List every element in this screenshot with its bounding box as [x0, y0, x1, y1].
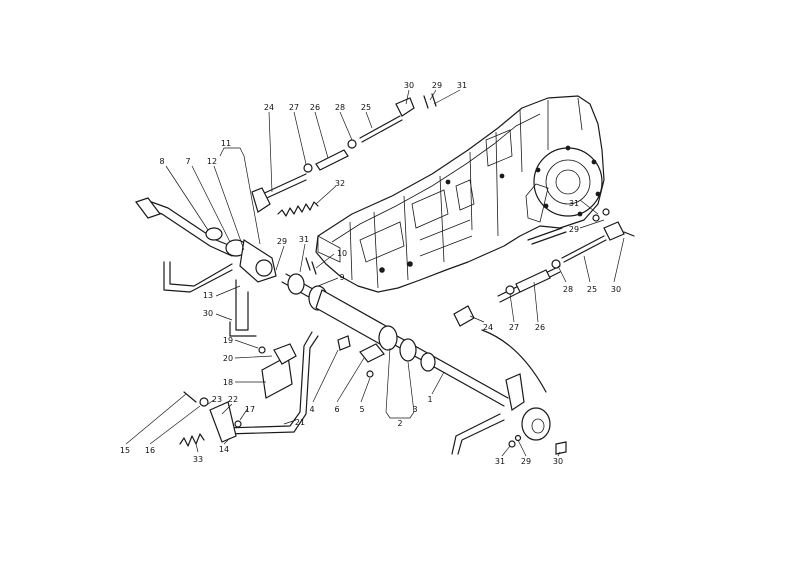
- callout-29-mid: 29: [277, 237, 287, 246]
- callout-33: 33: [193, 455, 203, 464]
- callout-31-mid: 31: [299, 235, 309, 244]
- callout-24-top: 24: [264, 103, 274, 112]
- callout-14: 14: [219, 445, 229, 454]
- callout-30-bottom: 30: [553, 457, 563, 466]
- brackets-5-6: [337, 335, 385, 378]
- callout-17: 17: [245, 405, 255, 414]
- callout-2: 2: [397, 419, 402, 428]
- callout-26-right: 26: [535, 323, 545, 332]
- callout-29-bottom: 29: [521, 457, 531, 466]
- callout-30-right: 30: [611, 285, 621, 294]
- callout-25-right: 25: [587, 285, 597, 294]
- callout-27-top: 27: [289, 103, 299, 112]
- callout-31-top: 31: [457, 81, 467, 90]
- callout-11: 11: [221, 139, 231, 148]
- callout-29-right: 29: [569, 225, 579, 234]
- callout-29-top: 29: [432, 81, 442, 90]
- callout-4: 4: [309, 405, 314, 414]
- spring-32: [277, 201, 319, 217]
- callout-21: 21: [295, 418, 305, 427]
- callout-12: 12: [207, 157, 217, 166]
- left-pedal-lever-assembly: [135, 197, 277, 337]
- leader-lines: [125, 89, 625, 457]
- transmission-housing: [315, 95, 605, 293]
- callout-19: 19: [223, 336, 233, 345]
- misc-fasteners: [305, 208, 610, 455]
- callout-labels: 30 29 31 24 27 26 28 25 32 8 7 12 11 29 …: [120, 81, 621, 466]
- callout-5: 5: [359, 405, 364, 414]
- callout-15: 15: [120, 446, 130, 455]
- callout-6: 6: [334, 405, 339, 414]
- callout-16: 16: [145, 446, 155, 455]
- callout-25-top: 25: [361, 103, 371, 112]
- callout-28-top: 28: [335, 103, 345, 112]
- callout-22: 22: [228, 395, 238, 404]
- right-lever-assembly: [451, 221, 635, 455]
- callout-30-top: 30: [404, 81, 414, 90]
- callout-1: 1: [427, 395, 432, 404]
- callout-18: 18: [223, 378, 233, 387]
- lower-left-linkage: [179, 331, 319, 447]
- upper-brake-rod-assembly: [251, 93, 437, 213]
- callout-31-bottom: 31: [495, 457, 505, 466]
- callout-24-right: 24: [483, 323, 493, 332]
- callout-9: 9: [339, 273, 344, 282]
- callout-10: 10: [337, 249, 347, 258]
- callout-23: 23: [212, 395, 222, 404]
- callout-31-right: 31: [569, 199, 579, 208]
- callout-7: 7: [185, 157, 190, 166]
- callout-13: 13: [203, 291, 213, 300]
- callout-26-top: 26: [310, 103, 320, 112]
- callout-8: 8: [159, 157, 164, 166]
- callout-27-right: 27: [509, 323, 519, 332]
- callout-30-left: 30: [203, 309, 213, 318]
- callout-28-right: 28: [563, 285, 573, 294]
- callout-32: 32: [335, 179, 345, 188]
- callout-3: 3: [412, 405, 417, 414]
- callout-20: 20: [223, 354, 233, 363]
